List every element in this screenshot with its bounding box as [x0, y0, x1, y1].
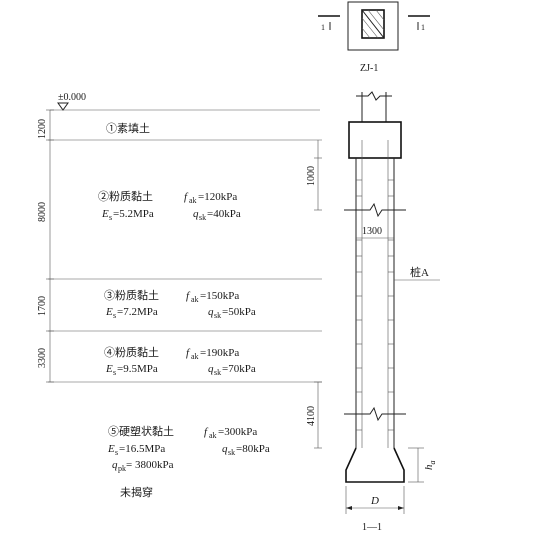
layer3-qsk: =50kPa	[222, 306, 256, 318]
svg-text:sk: sk	[228, 448, 235, 457]
not-penetrated-label: 未揭穿	[120, 485, 153, 499]
svg-text:E: E	[105, 363, 113, 375]
svg-text:f: f	[186, 347, 191, 359]
dim-1000: 1000	[306, 166, 317, 186]
layer5-es: =16.5MPa	[119, 443, 165, 455]
depth-layer4: 3300	[37, 348, 48, 368]
svg-text:ak: ak	[191, 352, 199, 361]
shaft-break-lower	[344, 406, 406, 422]
layer5-qsk: =80kPa	[236, 443, 270, 455]
layer1-name: ①素填土	[106, 121, 150, 135]
svg-text:q: q	[193, 208, 199, 220]
svg-text:E: E	[107, 443, 115, 455]
svg-text:E: E	[101, 208, 109, 220]
svg-text:s: s	[113, 368, 116, 377]
pile-a-label: 桩A	[410, 265, 429, 279]
layer5-fak: =300kPa	[218, 426, 257, 438]
dim-1300: 1300	[362, 226, 382, 237]
svg-text:s: s	[109, 213, 112, 222]
layer2-props: ②粉质黏土 f ak =120kPa E s =5.2MPa q sk =40k…	[98, 189, 241, 222]
svg-text:ak: ak	[189, 196, 197, 205]
layer5-name: ⑤硬塑状黏土	[108, 424, 174, 438]
layer5-props: ⑤硬塑状黏土 f ak =300kPa E s =16.5MPa q sk =8…	[107, 424, 270, 499]
svg-text:q: q	[208, 306, 214, 318]
layer3-name: ③粉质黏土	[104, 288, 159, 302]
cap-plan-view: 1 1 ZJ-1	[318, 1, 430, 74]
layer4-name: ④粉质黏土	[104, 345, 159, 359]
svg-text:f: f	[186, 290, 191, 302]
pile-bell	[345, 447, 405, 483]
layer-boundaries	[48, 139, 322, 383]
layer5-qpk: = 3800kPa	[126, 459, 174, 471]
svg-text:ak: ak	[191, 295, 199, 304]
section-label: 1—1	[362, 522, 382, 533]
svg-text:f: f	[204, 426, 209, 438]
layer4-props: ④粉质黏土 f ak =190kPa E s =9.5MPa q sk =70k…	[104, 345, 256, 377]
svg-text:q: q	[208, 363, 214, 375]
shaft-break-upper	[344, 202, 406, 218]
pile-elevation: 1000 1300 桩A 4100 ha D 1—1	[306, 91, 440, 533]
layer3-fak: =150kPa	[200, 290, 239, 302]
section-mark-right: 1	[421, 23, 425, 32]
layer2-fak: =120kPa	[198, 191, 237, 203]
pile-cap	[348, 121, 402, 159]
cap-plan-outline	[347, 1, 399, 51]
depth-layer2: 8000	[37, 202, 48, 222]
svg-text:sk: sk	[214, 311, 221, 320]
dim-d: D	[370, 495, 379, 507]
layer3-props: ③粉质黏土 f ak =150kPa E s =7.2MPa q sk =50k…	[104, 288, 256, 320]
depth-layer1: 1200	[37, 119, 48, 139]
layer4-es: =9.5MPa	[117, 363, 158, 375]
svg-text:ak: ak	[209, 431, 217, 440]
svg-text:q: q	[222, 443, 228, 455]
column-plan	[361, 9, 385, 39]
svg-text:q: q	[112, 459, 118, 471]
dim-4100: 4100	[306, 406, 317, 426]
svg-text:sk: sk	[214, 368, 221, 377]
layer4-qsk: =70kPa	[222, 363, 256, 375]
cap-label: ZJ-1	[360, 63, 378, 74]
column-diagonal	[361, 9, 385, 39]
svg-text:s: s	[115, 448, 118, 457]
elevation-marker-icon	[57, 102, 69, 111]
dim-ha: ha	[423, 461, 437, 471]
svg-text:pk: pk	[118, 464, 126, 473]
depth-dimension-chain: 1200 8000 1700 3300	[37, 109, 54, 383]
svg-text:s: s	[113, 311, 116, 320]
svg-text:sk: sk	[199, 213, 206, 222]
section-mark-left: 1	[321, 23, 325, 32]
layer2-es: =5.2MPa	[113, 208, 154, 220]
svg-text:f: f	[184, 191, 189, 203]
depth-layer3: 1700	[37, 296, 48, 316]
svg-text:E: E	[105, 306, 113, 318]
ground-level: ±0.000	[50, 92, 320, 111]
stirrup-marks	[356, 179, 394, 431]
column-break-mark	[356, 91, 392, 101]
layer2-name: ②粉质黏土	[98, 189, 153, 203]
layer4-fak: =190kPa	[200, 347, 239, 359]
elevation-label: ±0.000	[58, 92, 86, 103]
layer3-es: =7.2MPa	[117, 306, 158, 318]
layer2-qsk: =40kPa	[207, 208, 241, 220]
